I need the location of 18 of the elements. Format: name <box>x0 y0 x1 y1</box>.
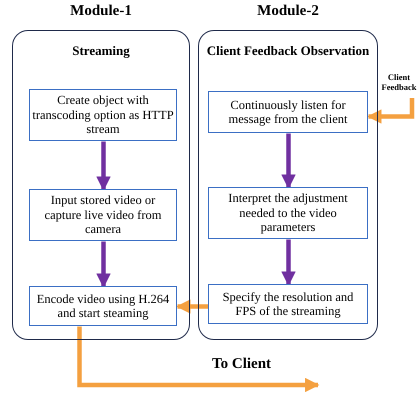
process-box: Continuously listen for message from the client <box>208 91 368 133</box>
arrow <box>96 142 111 191</box>
module-heading: Module-1 <box>69 3 133 20</box>
process-box: Create object with transcoding option as HTTP stream <box>29 89 177 141</box>
arrow <box>176 299 208 314</box>
arrow <box>281 240 296 286</box>
panel-title: Client Feedback Observation <box>206 43 370 59</box>
arrow <box>281 134 296 189</box>
process-box: Encode video using H.264 and start steaming <box>29 286 177 326</box>
arrow <box>367 98 414 124</box>
process-box: Input stored video or capture live video from camera <box>29 189 177 241</box>
module-heading: Module-2 <box>256 3 320 20</box>
input-label: Client Feedback <box>380 72 418 98</box>
arrow <box>96 242 111 288</box>
arrow <box>77 326 320 392</box>
panel-title: Streaming <box>71 43 131 59</box>
process-box: Specify the resolution and FPS of the streaming <box>208 284 368 324</box>
process-box: Interpret the adjustment needed to the video parameters <box>208 187 368 239</box>
